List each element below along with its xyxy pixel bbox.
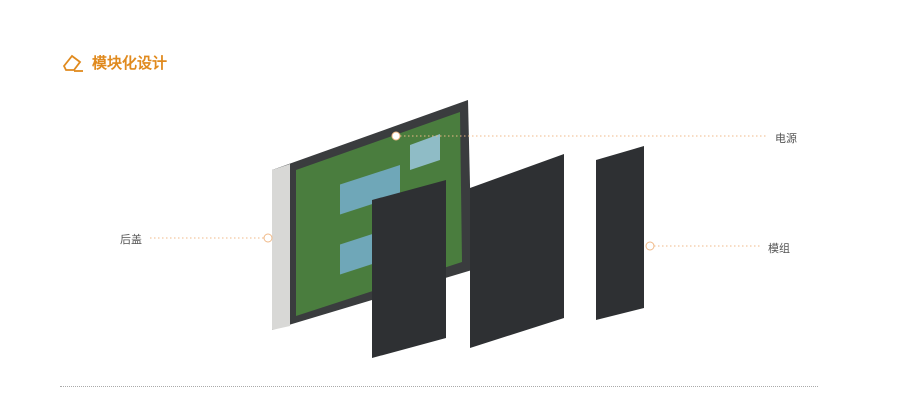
callout-module: 模组 <box>768 242 790 255</box>
section-title: 模块化设计 <box>92 54 168 72</box>
callout-back-cover: 后盖 <box>120 233 142 246</box>
divider <box>60 386 818 387</box>
module-panel-2 <box>470 154 564 348</box>
section-header: 模块化设计 <box>62 52 167 73</box>
callout-power: 电源 <box>775 132 797 145</box>
module-panel-3 <box>596 146 644 320</box>
module-panel-1 <box>372 180 446 358</box>
pencil-eraser-icon <box>62 54 83 72</box>
